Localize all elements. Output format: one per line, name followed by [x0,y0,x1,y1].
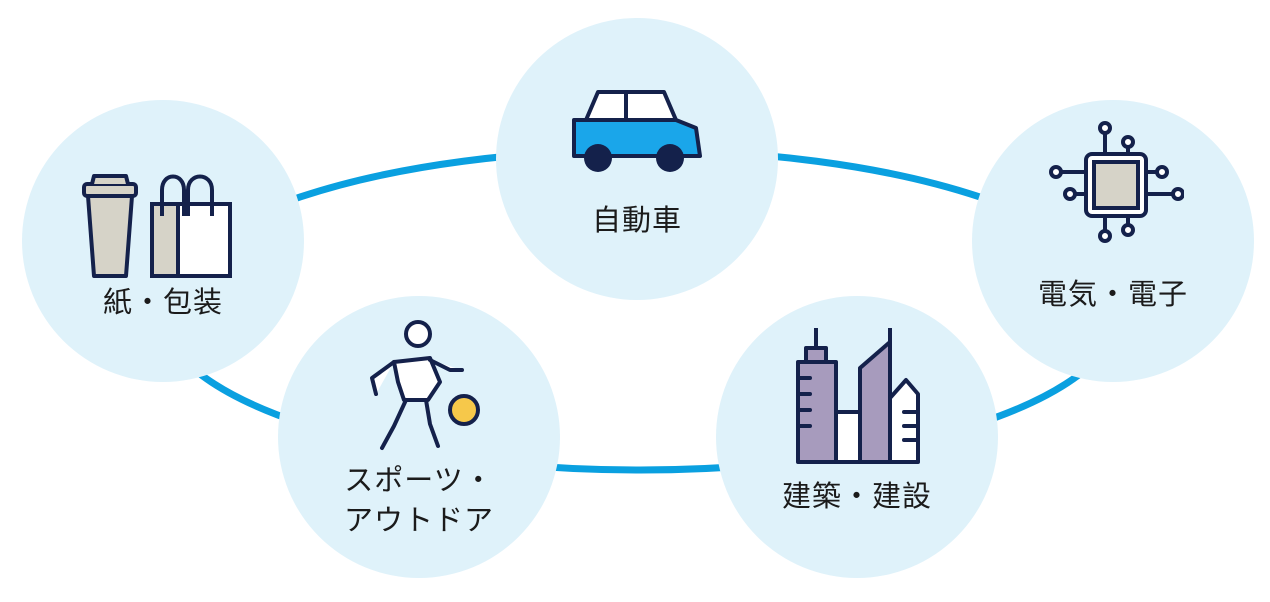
chip-icon [1049,121,1184,243]
node-electronics: 電気・電子 [972,100,1254,382]
node-label: 紙・包装 [102,285,223,319]
node-label: 建築・建設 [781,479,932,513]
city-buildings-icon [796,328,920,464]
node-automotive: 自動車 [496,18,778,300]
node-label: 電気・電子 [1037,277,1188,311]
car-icon [572,90,702,172]
node-construction: 建築・建設 [716,296,998,578]
node-label-line2: アウトドア [343,503,494,537]
node-label-line1: スポーツ・ [344,463,494,497]
cup-bag-icon [82,174,232,278]
node-label: 自動車 [591,203,682,237]
node-paper-packaging: 紙・包装 [22,100,304,382]
basketball-player-icon [370,320,480,450]
node-sports-outdoor: スポーツ・ アウトドア [278,296,560,578]
